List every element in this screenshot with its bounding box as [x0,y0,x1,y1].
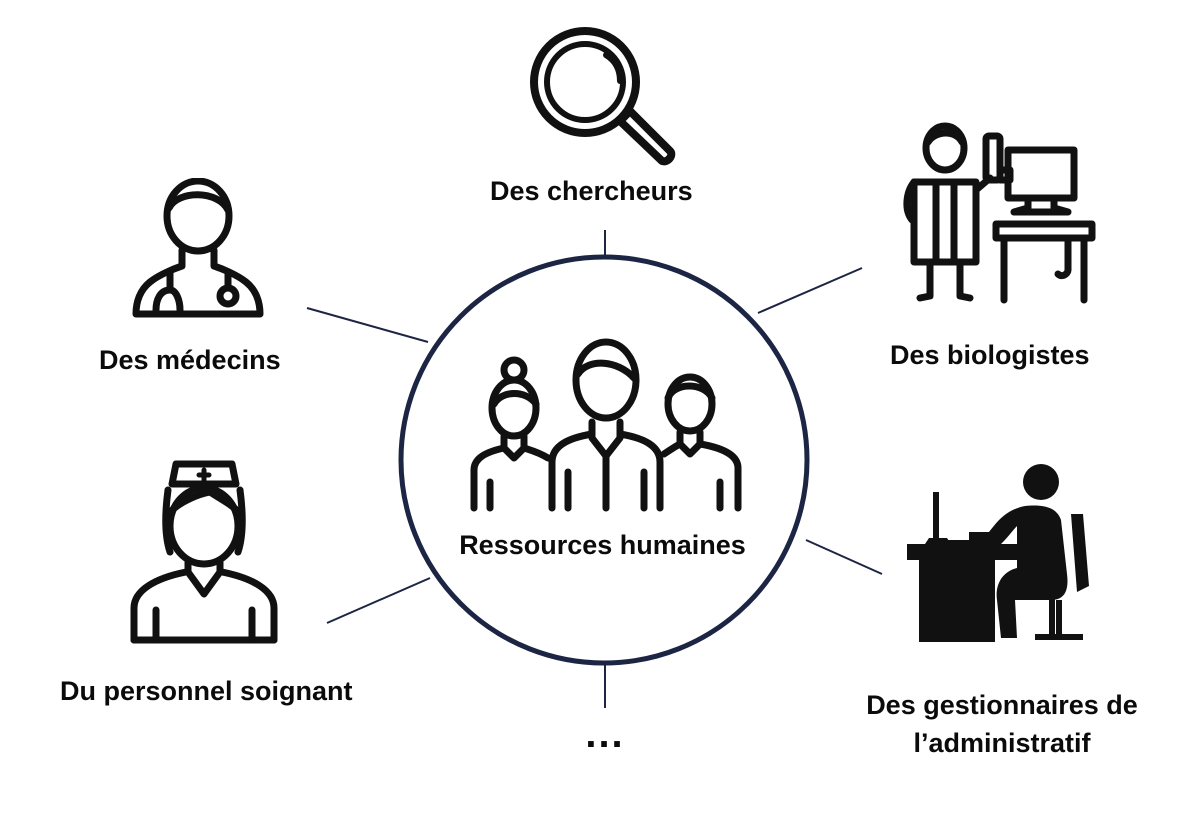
label-doctors: Des médecins [99,345,281,375]
label-admin-line2: l’administratif [913,728,1091,758]
label-biologists: Des biologistes [890,340,1090,370]
connector-biologists [757,267,863,314]
hub-title: Ressources humaines [459,530,746,560]
magnifier-icon [530,27,676,166]
connector-admin [805,539,883,575]
label-caregivers: Du personnel soignant [60,676,353,706]
label-researchers: Des chercheurs [490,176,693,206]
connector-doctors [306,307,429,343]
team-icon [470,338,742,512]
office-worker-icon [907,464,1089,642]
lab-worker-icon [903,122,1096,304]
label-admin-line1: Des gestionnaires de [866,690,1138,720]
ellipsis-more: ... [585,712,625,756]
connector-caregivers [326,577,431,624]
label-admin: Des gestionnaires de l’administratif [852,686,1152,762]
nurse-icon [130,460,278,644]
doctor-icon [132,178,264,318]
